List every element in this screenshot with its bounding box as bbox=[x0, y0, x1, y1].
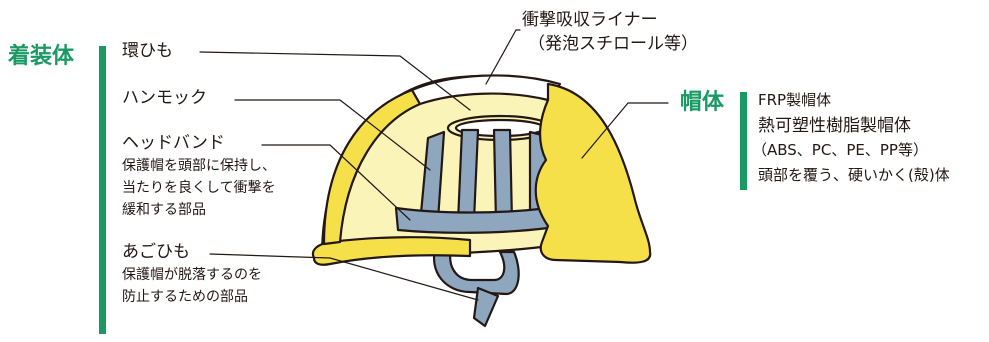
hammock-label: ハンモック bbox=[122, 88, 207, 108]
head-band bbox=[394, 206, 550, 234]
shell-line-materials: （ABS、PC、PE、PP等） bbox=[752, 141, 928, 159]
chinstrap-desc-line-2: 防止するための部品 bbox=[122, 289, 248, 305]
hammock-strap-2 bbox=[456, 128, 480, 224]
chin-strap-loop bbox=[433, 244, 520, 296]
headband-desc-line-1: 保護帽を頭部に保持し、 bbox=[122, 158, 276, 174]
headband-desc-line-3: 緩和する部品 bbox=[122, 202, 206, 218]
headband-label: ヘッドバンド bbox=[122, 133, 225, 153]
leader-chinstrap bbox=[209, 253, 479, 301]
leader-lines bbox=[199, 29, 669, 301]
helmet-drawing bbox=[199, 29, 669, 328]
chinstrap-label: あごひも bbox=[122, 242, 190, 262]
ring-strap-label: 環ひも bbox=[122, 41, 173, 61]
headband-desc-line-2: 当たりを良くして衝撃を bbox=[122, 180, 276, 196]
leader-hammock bbox=[234, 99, 431, 171]
shell-title: 帽体 bbox=[680, 90, 725, 115]
shell-desc: 頭部を覆う、硬いかく(殻)体 bbox=[758, 166, 950, 184]
shell-bar bbox=[740, 92, 747, 190]
hammock-strap-3 bbox=[492, 128, 514, 224]
wearing-body-title: 着装体 bbox=[8, 44, 75, 69]
helmet-shell-right bbox=[534, 82, 652, 264]
chinstrap-desc-line-1: 保護帽が脱落するのを bbox=[122, 267, 262, 283]
leader-headband bbox=[261, 144, 411, 221]
wearing-body-bar bbox=[99, 46, 106, 334]
shell-line-frp: FRP製帽体 bbox=[758, 91, 832, 109]
leader-ring-strap bbox=[199, 51, 471, 111]
leader-shell bbox=[581, 102, 669, 159]
shell-line-thermoplastic: 熱可塑性樹脂製帽体 bbox=[758, 116, 911, 136]
liner-sublabel: （発泡スチロール等） bbox=[528, 34, 698, 54]
leader-liner bbox=[485, 29, 521, 85]
chin-strap-tail bbox=[472, 286, 500, 328]
liner-label: 衝撃吸収ライナー bbox=[522, 10, 658, 30]
